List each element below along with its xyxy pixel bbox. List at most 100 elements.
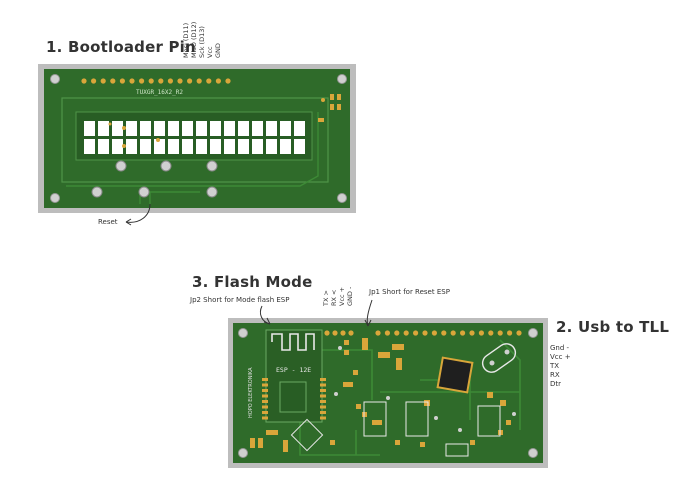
header-pin — [488, 330, 494, 336]
lcd-cell — [154, 121, 165, 136]
header-pin — [469, 330, 475, 336]
lcd-cell — [252, 139, 263, 154]
lcd-cell — [266, 121, 277, 136]
header-pin — [460, 330, 466, 336]
lcd-cell — [294, 139, 305, 154]
usb-to-tll-title: 2. Usb to TLL — [556, 318, 670, 336]
component-outlines — [363, 401, 501, 457]
header-pin — [348, 330, 354, 336]
through-hole — [115, 160, 127, 172]
esp-side-pads — [262, 378, 326, 420]
lcd-cell — [84, 121, 95, 136]
pin-label-vcc: Vcc + — [338, 286, 346, 306]
esp-pad — [320, 411, 326, 414]
mount-hole — [528, 328, 538, 338]
usb-pin-list: Gnd - Vcc + TX RX Dtr — [550, 344, 571, 389]
reset-label: Reset — [98, 218, 118, 226]
header-pin — [100, 78, 106, 84]
pin-label-gnd: GND - — [346, 286, 354, 306]
pin-label-rx: RX < — [330, 289, 338, 306]
smd-pad — [337, 94, 341, 100]
usb-pin-rx: RX — [550, 371, 560, 379]
lcd-cell — [238, 121, 249, 136]
esp-header-pins — [324, 330, 522, 336]
through-hole — [206, 160, 218, 172]
header-pin — [206, 78, 212, 84]
header-pin — [394, 330, 400, 336]
header-pin — [196, 78, 202, 84]
through-hole — [91, 186, 103, 198]
lcd-cell — [210, 139, 221, 154]
header-pin — [450, 330, 456, 336]
lcd-cell — [210, 121, 221, 136]
header-pin — [215, 78, 221, 84]
jp1-arrow-head — [364, 319, 372, 327]
pad — [108, 122, 112, 126]
esp-board: ESP - 12E HOPO ELEKTRONIKA — [228, 318, 548, 468]
jp2-note: Jp2 Short for Mode flash ESP — [190, 296, 290, 304]
lcd-cell — [98, 121, 109, 136]
lcd-cell — [224, 121, 235, 136]
lcd-outline-trace — [61, 97, 329, 183]
header-pin — [187, 78, 193, 84]
esp-pad — [320, 378, 326, 381]
esp-pad — [262, 389, 268, 392]
esp-pad — [262, 378, 268, 381]
esp-pad — [320, 389, 326, 392]
esp-pad — [262, 416, 268, 420]
smd-pad — [337, 104, 341, 110]
smd-pad — [330, 104, 334, 110]
lcd-cell — [140, 139, 151, 154]
usb-pin-gnd: Gnd - — [550, 344, 570, 352]
header-pin — [158, 78, 164, 84]
lcd-cell — [224, 139, 235, 154]
smd-components — [250, 338, 511, 452]
header-pin — [340, 330, 346, 336]
lcd-board: TUXGR_16X2_R2 — [38, 64, 356, 213]
lcd-cell — [168, 121, 179, 136]
jp2-arrow-head — [263, 317, 271, 325]
header-pin — [139, 78, 145, 84]
pin-label-tx: TX > — [322, 290, 330, 306]
mount-hole — [238, 448, 248, 458]
regulator — [290, 418, 324, 452]
lcd-cell — [154, 139, 165, 154]
lcd-cell — [280, 121, 291, 136]
header-pin — [478, 330, 484, 336]
mount-hole — [50, 74, 60, 84]
through-hole — [206, 186, 218, 198]
side-label: HOPO ELEKTRONIKA — [248, 367, 254, 418]
mount-hole — [238, 328, 248, 338]
lcd-cell — [84, 139, 95, 154]
reset-arrow-head — [125, 218, 132, 226]
header-pin — [91, 78, 97, 84]
lcd-board-label: TUXGR_16X2_R2 — [136, 89, 183, 96]
vias — [334, 346, 516, 432]
lcd-cell — [196, 139, 207, 154]
lcd-cell — [182, 121, 193, 136]
lcd-cell — [112, 121, 123, 136]
reset-arrow — [125, 203, 151, 223]
header-pin — [422, 330, 428, 336]
header-pin — [403, 330, 409, 336]
header-pin — [375, 330, 381, 336]
lcd-cell — [238, 139, 249, 154]
header-pin — [516, 330, 522, 336]
header-pin — [110, 78, 116, 84]
header-pin — [384, 330, 390, 336]
header-pin — [81, 78, 87, 84]
crystal — [481, 343, 517, 373]
pad — [156, 138, 160, 142]
lcd-cell — [294, 121, 305, 136]
header-pin — [332, 330, 338, 336]
usb-chip — [436, 356, 474, 394]
lcd-cell — [168, 139, 179, 154]
flash-mode-title: 3. Flash Mode — [192, 273, 313, 291]
smd-pad — [330, 94, 334, 100]
pad — [122, 126, 126, 130]
lcd-trace-bottom — [66, 112, 319, 187]
lcd-cell — [182, 139, 193, 154]
lcd-cell — [280, 139, 291, 154]
header-pin — [129, 78, 135, 84]
header-pin — [507, 330, 513, 336]
